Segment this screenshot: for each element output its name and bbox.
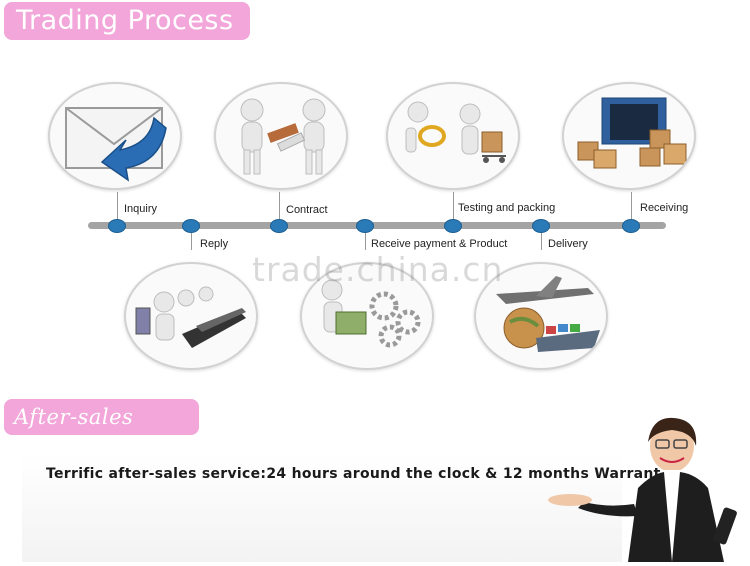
timeline-dot-contract — [270, 219, 288, 233]
timeline-dot-reply — [182, 219, 200, 233]
step-label-reply: Reply — [200, 238, 229, 250]
page-title-banner: Trading Process — [4, 2, 250, 40]
timeline-dot-receiving — [622, 219, 640, 233]
timeline-dot-receive-payment — [356, 219, 374, 233]
connector-receiving — [631, 192, 632, 222]
connector-delivery — [541, 230, 542, 250]
step-label-receiving: Receiving — [640, 202, 689, 214]
timeline-dot-inquiry — [108, 219, 126, 233]
handshake-figures-icon — [240, 98, 326, 175]
step-label-contract: Contract — [286, 204, 328, 216]
payment-illustration — [300, 262, 434, 370]
step-label-delivery: Delivery — [548, 238, 588, 250]
service-agent-figure — [548, 417, 737, 562]
receiving-illustration — [562, 82, 696, 190]
connector-testing — [453, 192, 454, 222]
call-center-icon — [135, 286, 246, 348]
money-gears-icon — [321, 279, 421, 348]
after-sales-banner: After-sales serives — [4, 399, 199, 465]
inquiry-illustration — [48, 82, 182, 190]
testing-illustration — [386, 82, 520, 190]
step-label-testing: Testing and packing — [458, 202, 556, 214]
contract-illustration — [214, 82, 348, 190]
connector-receive-payment — [365, 230, 366, 250]
reply-illustration — [124, 262, 258, 370]
timeline-dot-testing — [444, 219, 462, 233]
plane-globe-ship-icon — [496, 276, 600, 352]
warranty-panel — [22, 452, 622, 562]
delivery-illustration — [474, 262, 608, 370]
step-label-receive-payment: Receive payment & Product — [371, 238, 508, 250]
warranty-text: Terrific after-sales service:24 hours ar… — [46, 466, 671, 482]
timeline-dot-delivery — [532, 219, 550, 233]
connector-inquiry — [117, 192, 118, 222]
watermark: trade.china.cn — [252, 250, 504, 289]
container-boxes-icon — [577, 97, 687, 169]
envelope-icon — [65, 107, 167, 182]
connector-reply — [191, 230, 192, 250]
connector-contract — [279, 192, 280, 222]
timeline-bar — [88, 222, 666, 229]
step-label-inquiry: Inquiry — [124, 203, 158, 215]
magnifier-package-icon — [405, 101, 506, 163]
